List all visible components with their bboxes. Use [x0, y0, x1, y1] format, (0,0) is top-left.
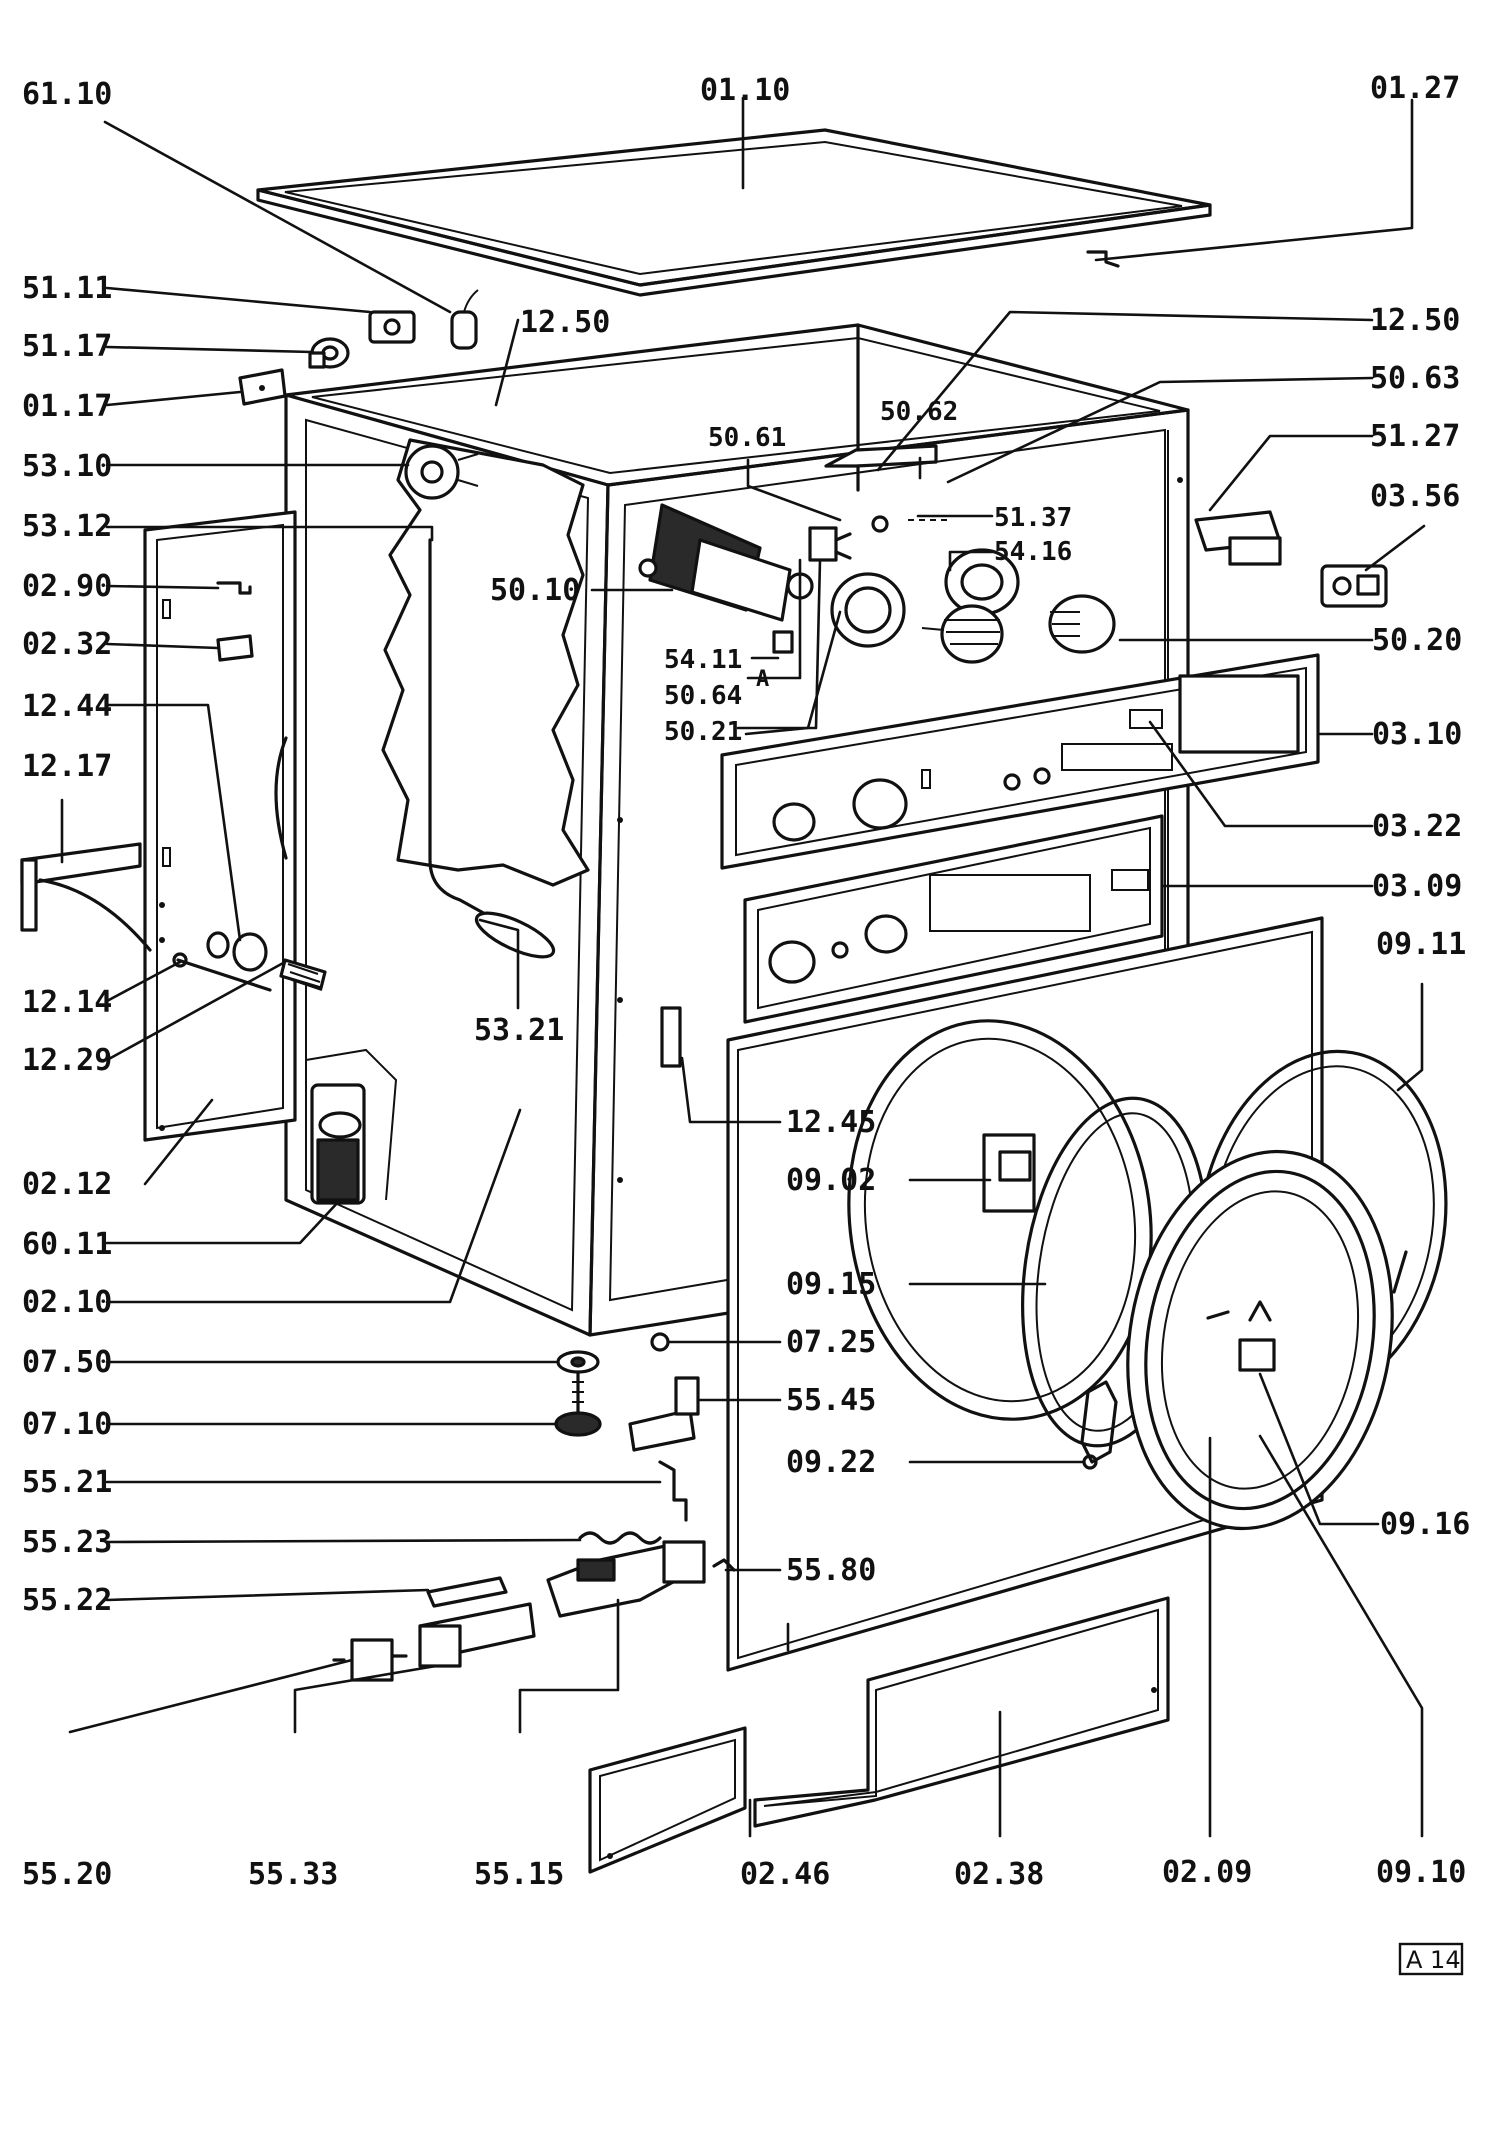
part-label: 53.12	[22, 509, 112, 544]
part-label: 07.10	[22, 1407, 112, 1442]
part-label: 02.12	[22, 1167, 112, 1202]
small-top-left-parts	[238, 289, 479, 406]
part-label: 09.11	[1376, 927, 1466, 962]
part-label: 55.15	[474, 1857, 564, 1892]
part-label: 50.10	[490, 573, 580, 608]
part-label: 09.15	[786, 1267, 876, 1302]
part-label: 12.50	[520, 305, 610, 340]
part-label: 09.10	[1376, 1855, 1466, 1890]
lid-clip-part	[1086, 250, 1120, 268]
upper-right-switches	[1194, 510, 1388, 608]
part-label: 61.10	[22, 77, 112, 112]
small-side-parts	[216, 581, 254, 662]
part-label: 50.61	[708, 423, 786, 453]
cabinet-body-part	[284, 323, 1190, 1337]
part-label: 55.21	[22, 1465, 112, 1500]
part-label: 54.11	[664, 645, 742, 675]
part-label: 02.32	[22, 627, 112, 662]
part-label: 03.22	[1372, 809, 1462, 844]
part-label: 53.21	[474, 1013, 564, 1048]
part-label: 51.27	[1370, 419, 1460, 454]
top-lid-part	[256, 128, 1212, 297]
part-label: 55.23	[22, 1525, 112, 1560]
part-label: 53.10	[22, 449, 112, 484]
part-label: 50.21	[664, 717, 742, 747]
part-label: 07.50	[22, 1345, 112, 1380]
shock-absorber-parts	[20, 842, 327, 992]
part-label: 51.37	[994, 503, 1072, 533]
part-label: 51.17	[22, 329, 112, 364]
sheet-tag-label: A 14	[1406, 1946, 1461, 1974]
part-label: 12.14	[22, 985, 112, 1020]
part-label: 03.56	[1370, 479, 1460, 514]
part-label: 12.50	[1370, 303, 1460, 338]
feet-parts	[554, 1332, 670, 1437]
part-label: 01.27	[1370, 71, 1460, 106]
part-label: 54.16	[994, 537, 1072, 567]
part-label: 09.16	[1380, 1507, 1470, 1542]
kickplate-parts	[588, 1596, 1170, 1874]
leader-lines	[60, 96, 1426, 1838]
part-label: 55.22	[22, 1583, 112, 1618]
lower-panel-part	[743, 814, 1164, 1024]
part-label: 03.09	[1372, 869, 1462, 904]
part-label: 07.25	[786, 1325, 876, 1360]
part-label: A	[756, 667, 769, 692]
part-label: 55.20	[22, 1857, 112, 1892]
part-label: 12.45	[786, 1105, 876, 1140]
part-label: 02.46	[740, 1857, 830, 1892]
part-label: 12.29	[22, 1043, 112, 1078]
part-label: 55.80	[786, 1553, 876, 1588]
hinge-bracket-part	[660, 1006, 682, 1068]
part-label: 02.38	[954, 1857, 1044, 1892]
part-label: 50.62	[880, 397, 958, 427]
part-label: 09.22	[786, 1445, 876, 1480]
side-panel-part	[143, 510, 297, 1142]
door-lock-parts	[332, 1376, 736, 1682]
part-label: 12.17	[22, 749, 112, 784]
part-label: 02.90	[22, 569, 112, 604]
part-label: 55.33	[248, 1857, 338, 1892]
part-label: 03.10	[1372, 717, 1462, 752]
part-label: 51.11	[22, 271, 112, 306]
part-label: 01.17	[22, 389, 112, 424]
part-label: 12.44	[22, 689, 112, 724]
control-components	[638, 444, 1116, 664]
door-assembly-part	[1126, 1049, 1448, 1531]
sheet-tag-box: A 14	[1398, 1942, 1464, 1976]
part-label: 50.63	[1370, 361, 1460, 396]
part-label: 02.10	[22, 1285, 112, 1320]
part-number-labels: 61.10 01.10 01.27 51.11 51.17 01.17 53.1…	[22, 71, 1470, 1892]
control-panel-bezel-part	[720, 653, 1320, 870]
part-label: 60.11	[22, 1227, 112, 1262]
part-label: 55.45	[786, 1383, 876, 1418]
part-label: 50.20	[1372, 623, 1462, 658]
part-label: 09.02	[786, 1163, 876, 1198]
part-label: 50.64	[664, 681, 742, 711]
part-label: 02.09	[1162, 1855, 1252, 1890]
part-label: 01.10	[700, 73, 790, 108]
